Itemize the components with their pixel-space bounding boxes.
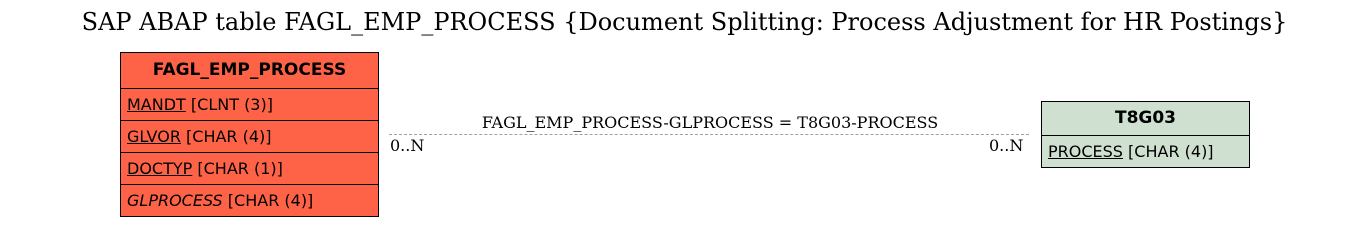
field-name: DOCTYP [127, 159, 193, 178]
field-type: [CHAR (1)] [197, 159, 283, 178]
field-name: GLVOR [127, 127, 181, 146]
field-name: PROCESS [1048, 142, 1123, 161]
field-row-glprocess: GLPROCESS [CHAR (4)] [121, 185, 378, 216]
field-row-mandt: MANDT [CLNT (3)] [121, 89, 378, 121]
entity-t8g03: T8G03 PROCESS [CHAR (4)] [1041, 101, 1250, 168]
field-row-glvor: GLVOR [CHAR (4)] [121, 121, 378, 153]
field-row-process: PROCESS [CHAR (4)] [1042, 136, 1249, 167]
right-cardinality: 0..N [989, 136, 1024, 155]
field-type: [CHAR (4)] [186, 127, 272, 146]
field-type: [CHAR (4)] [1128, 142, 1214, 161]
entity-fagl-emp-process: FAGL_EMP_PROCESS MANDT [CLNT (3)] GLVOR … [120, 52, 379, 217]
field-name: MANDT [127, 95, 186, 114]
relationship-line [389, 134, 1029, 135]
left-cardinality: 0..N [390, 136, 425, 155]
entity-header: FAGL_EMP_PROCESS [121, 53, 378, 89]
relationship-label: FAGL_EMP_PROCESS-GLPROCESS = T8G03-PROCE… [481, 113, 939, 132]
field-type: [CLNT (3)] [190, 95, 273, 114]
entity-header: T8G03 [1042, 102, 1249, 136]
field-row-doctyp: DOCTYP [CHAR (1)] [121, 153, 378, 185]
field-type: [CHAR (4)] [227, 191, 314, 210]
page-title: SAP ABAP table FAGL_EMP_PROCESS {Documen… [81, 8, 1288, 36]
field-name: GLPROCESS [127, 191, 223, 210]
